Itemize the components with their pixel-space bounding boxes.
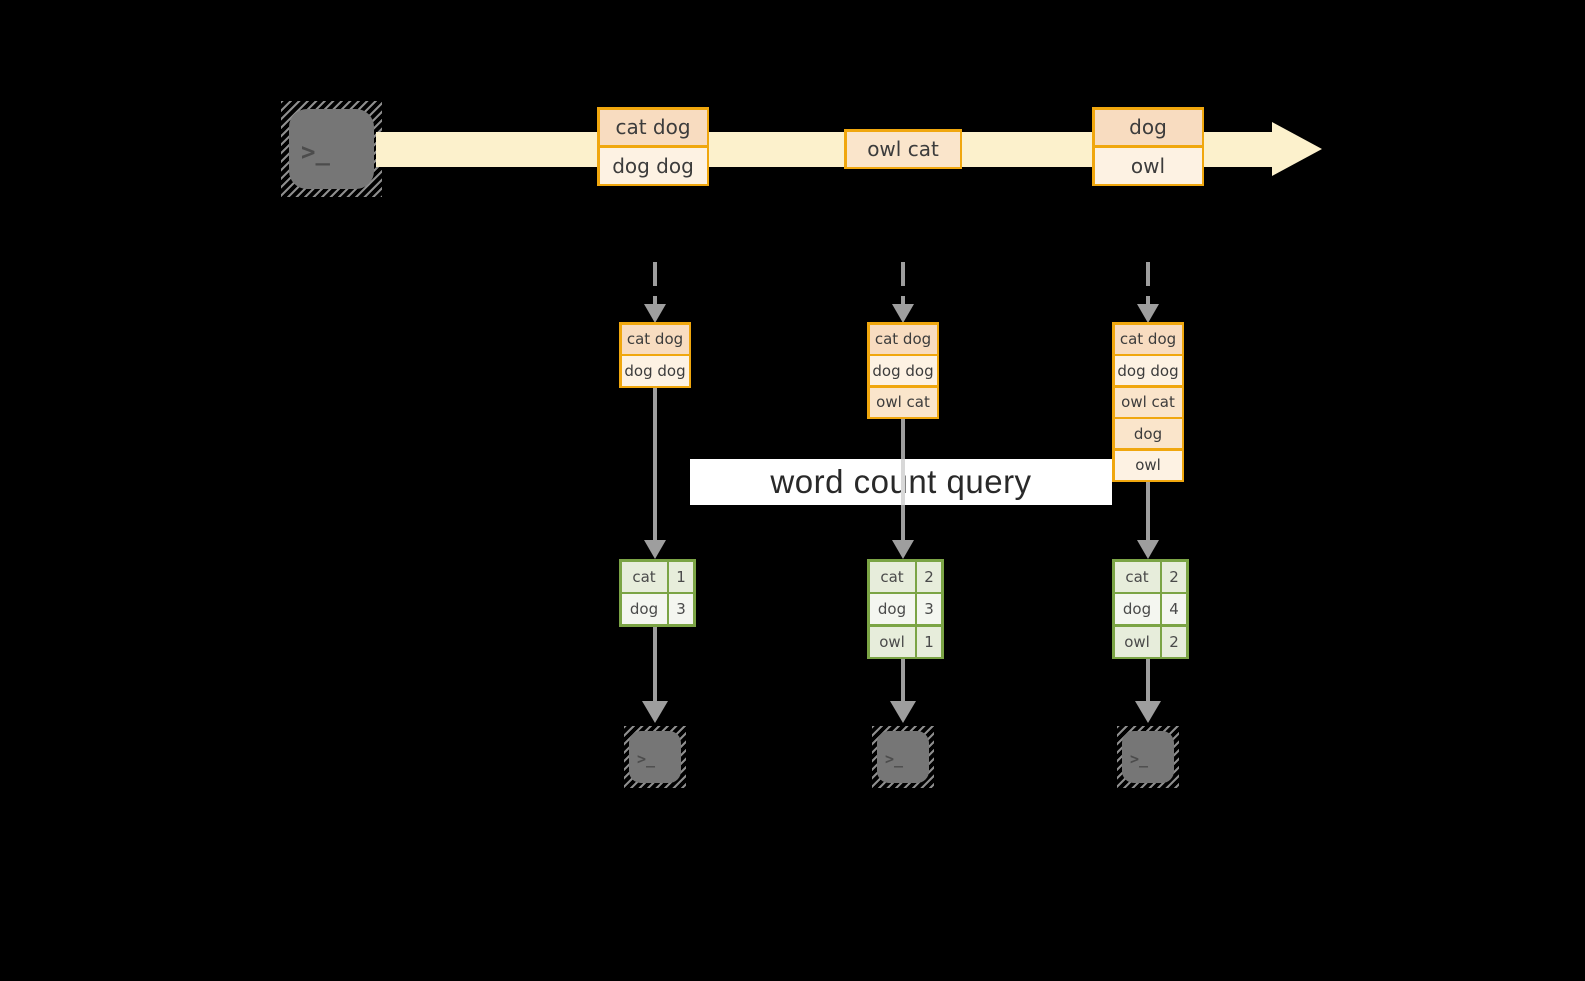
sink-terminal-icon: >_ [872,726,934,788]
sink-terminal-icon: >_ [624,726,686,788]
terminal-prompt-glyph: >_ [301,138,330,166]
stream-message-1: cat dog dog dog [597,107,709,186]
count-cell: 3 [669,594,693,624]
record: owl cat [846,131,960,167]
record: cat dog [599,109,707,146]
record: dog [1114,419,1182,448]
word-cell: cat [1114,561,1160,592]
ingest-arrowhead-icon [1137,304,1159,323]
source-terminal-icon: >_ [281,101,382,197]
record: cat dog [869,324,937,354]
record: dog dog [621,356,689,386]
word-cell: owl [1114,626,1160,657]
count-cell: 4 [1162,594,1186,624]
output-connector-line [653,626,657,701]
word-cell: cat [869,561,915,592]
buffer-stack-2: cat dog dog dog owl cat [867,322,939,419]
count-cell: 3 [917,594,941,624]
query-label: word count query [770,463,1032,500]
buffer-stack-1: cat dog dog dog [619,322,691,388]
terminal-prompt-glyph: >_ [1130,750,1149,768]
record: dog dog [1114,356,1182,385]
record: cat dog [621,324,689,354]
count-cell: 2 [1162,626,1186,657]
word-cell: cat [621,561,667,592]
ingest-arrowhead-icon [892,304,914,323]
stream-arrowhead-icon [1272,122,1322,176]
output-connector-line [1146,659,1150,701]
query-connector-line [653,388,657,541]
stream-message-3: dog owl [1092,107,1204,186]
count-table-1: cat 1 dog 3 [619,559,696,627]
record: dog [1094,109,1202,146]
query-arrowhead-icon [892,540,914,559]
query-connector-line [1146,482,1150,541]
terminal-prompt-glyph: >_ [637,750,656,768]
count-cell: 1 [669,561,693,592]
stream-message-2: owl cat [844,129,962,169]
output-arrowhead-icon [642,701,668,723]
query-arrowhead-icon [644,540,666,559]
sink-terminal-icon: >_ [1117,726,1179,788]
count-cell: 2 [917,561,941,592]
word-cell: dog [1114,594,1160,624]
output-connector-line [901,659,905,701]
record: dog dog [869,356,937,385]
buffer-stack-3: cat dog dog dog owl cat dog owl [1112,322,1184,482]
record: cat dog [1114,324,1182,354]
output-arrowhead-icon [890,701,916,723]
count-table-2: cat 2 dog 3 owl 1 [867,559,944,659]
word-cell: dog [621,594,667,624]
record: owl [1114,450,1182,480]
ingest-dashed-line [1146,262,1150,304]
ingest-dashed-line [901,262,905,304]
ingest-dashed-line [653,262,657,304]
count-cell: 1 [917,626,941,657]
query-arrowhead-icon [1137,540,1159,559]
record: owl cat [1114,387,1182,417]
count-table-3: cat 2 dog 4 owl 2 [1112,559,1189,659]
record: owl [1094,147,1202,184]
record: owl cat [869,387,937,417]
word-cell: owl [869,626,915,657]
output-arrowhead-icon [1135,701,1161,723]
word-cell: dog [869,594,915,624]
count-cell: 2 [1162,561,1186,592]
terminal-prompt-glyph: >_ [885,750,904,768]
record: dog dog [599,147,707,184]
ingest-arrowhead-icon [644,304,666,323]
query-connector-line-over-band [901,459,905,505]
